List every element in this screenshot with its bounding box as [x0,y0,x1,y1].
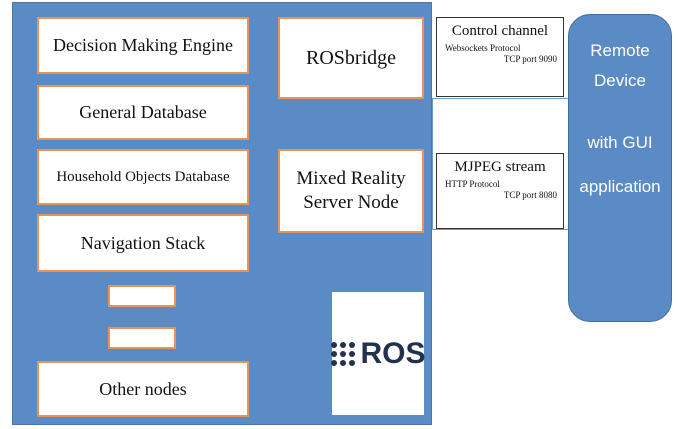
connector-mjpeg [432,229,568,230]
remote-device-line4: application [579,177,661,196]
mjpeg-stream-port: TCP port 8080 [503,190,557,200]
rosbridge-label: ROSbridge [306,46,396,69]
general-database-label: General Database [79,102,207,122]
navigation-stack-label: Navigation Stack [80,232,206,253]
decision-making-engine-label: Decision Making Engine [53,35,233,55]
ros-logo: ROS [330,292,426,415]
unnamed-node-1 [108,285,176,307]
unnamed-node-2 [108,327,176,349]
other-nodes-label: Other nodes [99,378,187,399]
mixed-reality-server-node: Mixed Reality Server Node [278,149,424,233]
other-nodes-node: Other nodes [37,361,249,417]
remote-device-line3: with GUI [587,133,653,152]
mjpeg-stream-box: MJPEG stream HTTP Protocol TCP port 8080 [436,153,564,229]
general-database-node: General Database [37,85,249,140]
household-objects-database-label: Household Objects Database [56,168,230,185]
rosbridge-node: ROSbridge [278,17,424,99]
control-channel-box: Control channel Websockets Protocol TCP … [436,17,564,97]
remote-device-box: Remote Device with GUI application [568,14,672,322]
mjpeg-stream-title: MJPEG stream [454,159,546,175]
control-channel-port: TCP port 9090 [503,54,557,64]
connector-vertical [432,98,433,229]
control-channel-title: Control channel [451,23,549,39]
connector-control [432,98,568,99]
mixed-reality-label-line1: Mixed Reality [296,168,406,190]
remote-device-line1: Remote [590,41,650,60]
household-objects-database-node: Household Objects Database [37,149,249,205]
control-channel-protocol: Websockets Protocol [445,43,521,53]
navigation-stack-node: Navigation Stack [37,214,249,272]
ros-logo-text: ROS [360,336,426,370]
remote-device-line2: Device [594,71,646,90]
ros-dots-icon [330,341,355,366]
decision-making-engine-node: Decision Making Engine [37,17,249,74]
mjpeg-stream-protocol: HTTP Protocol [445,179,500,189]
mixed-reality-label-line2: Server Node [303,192,399,213]
